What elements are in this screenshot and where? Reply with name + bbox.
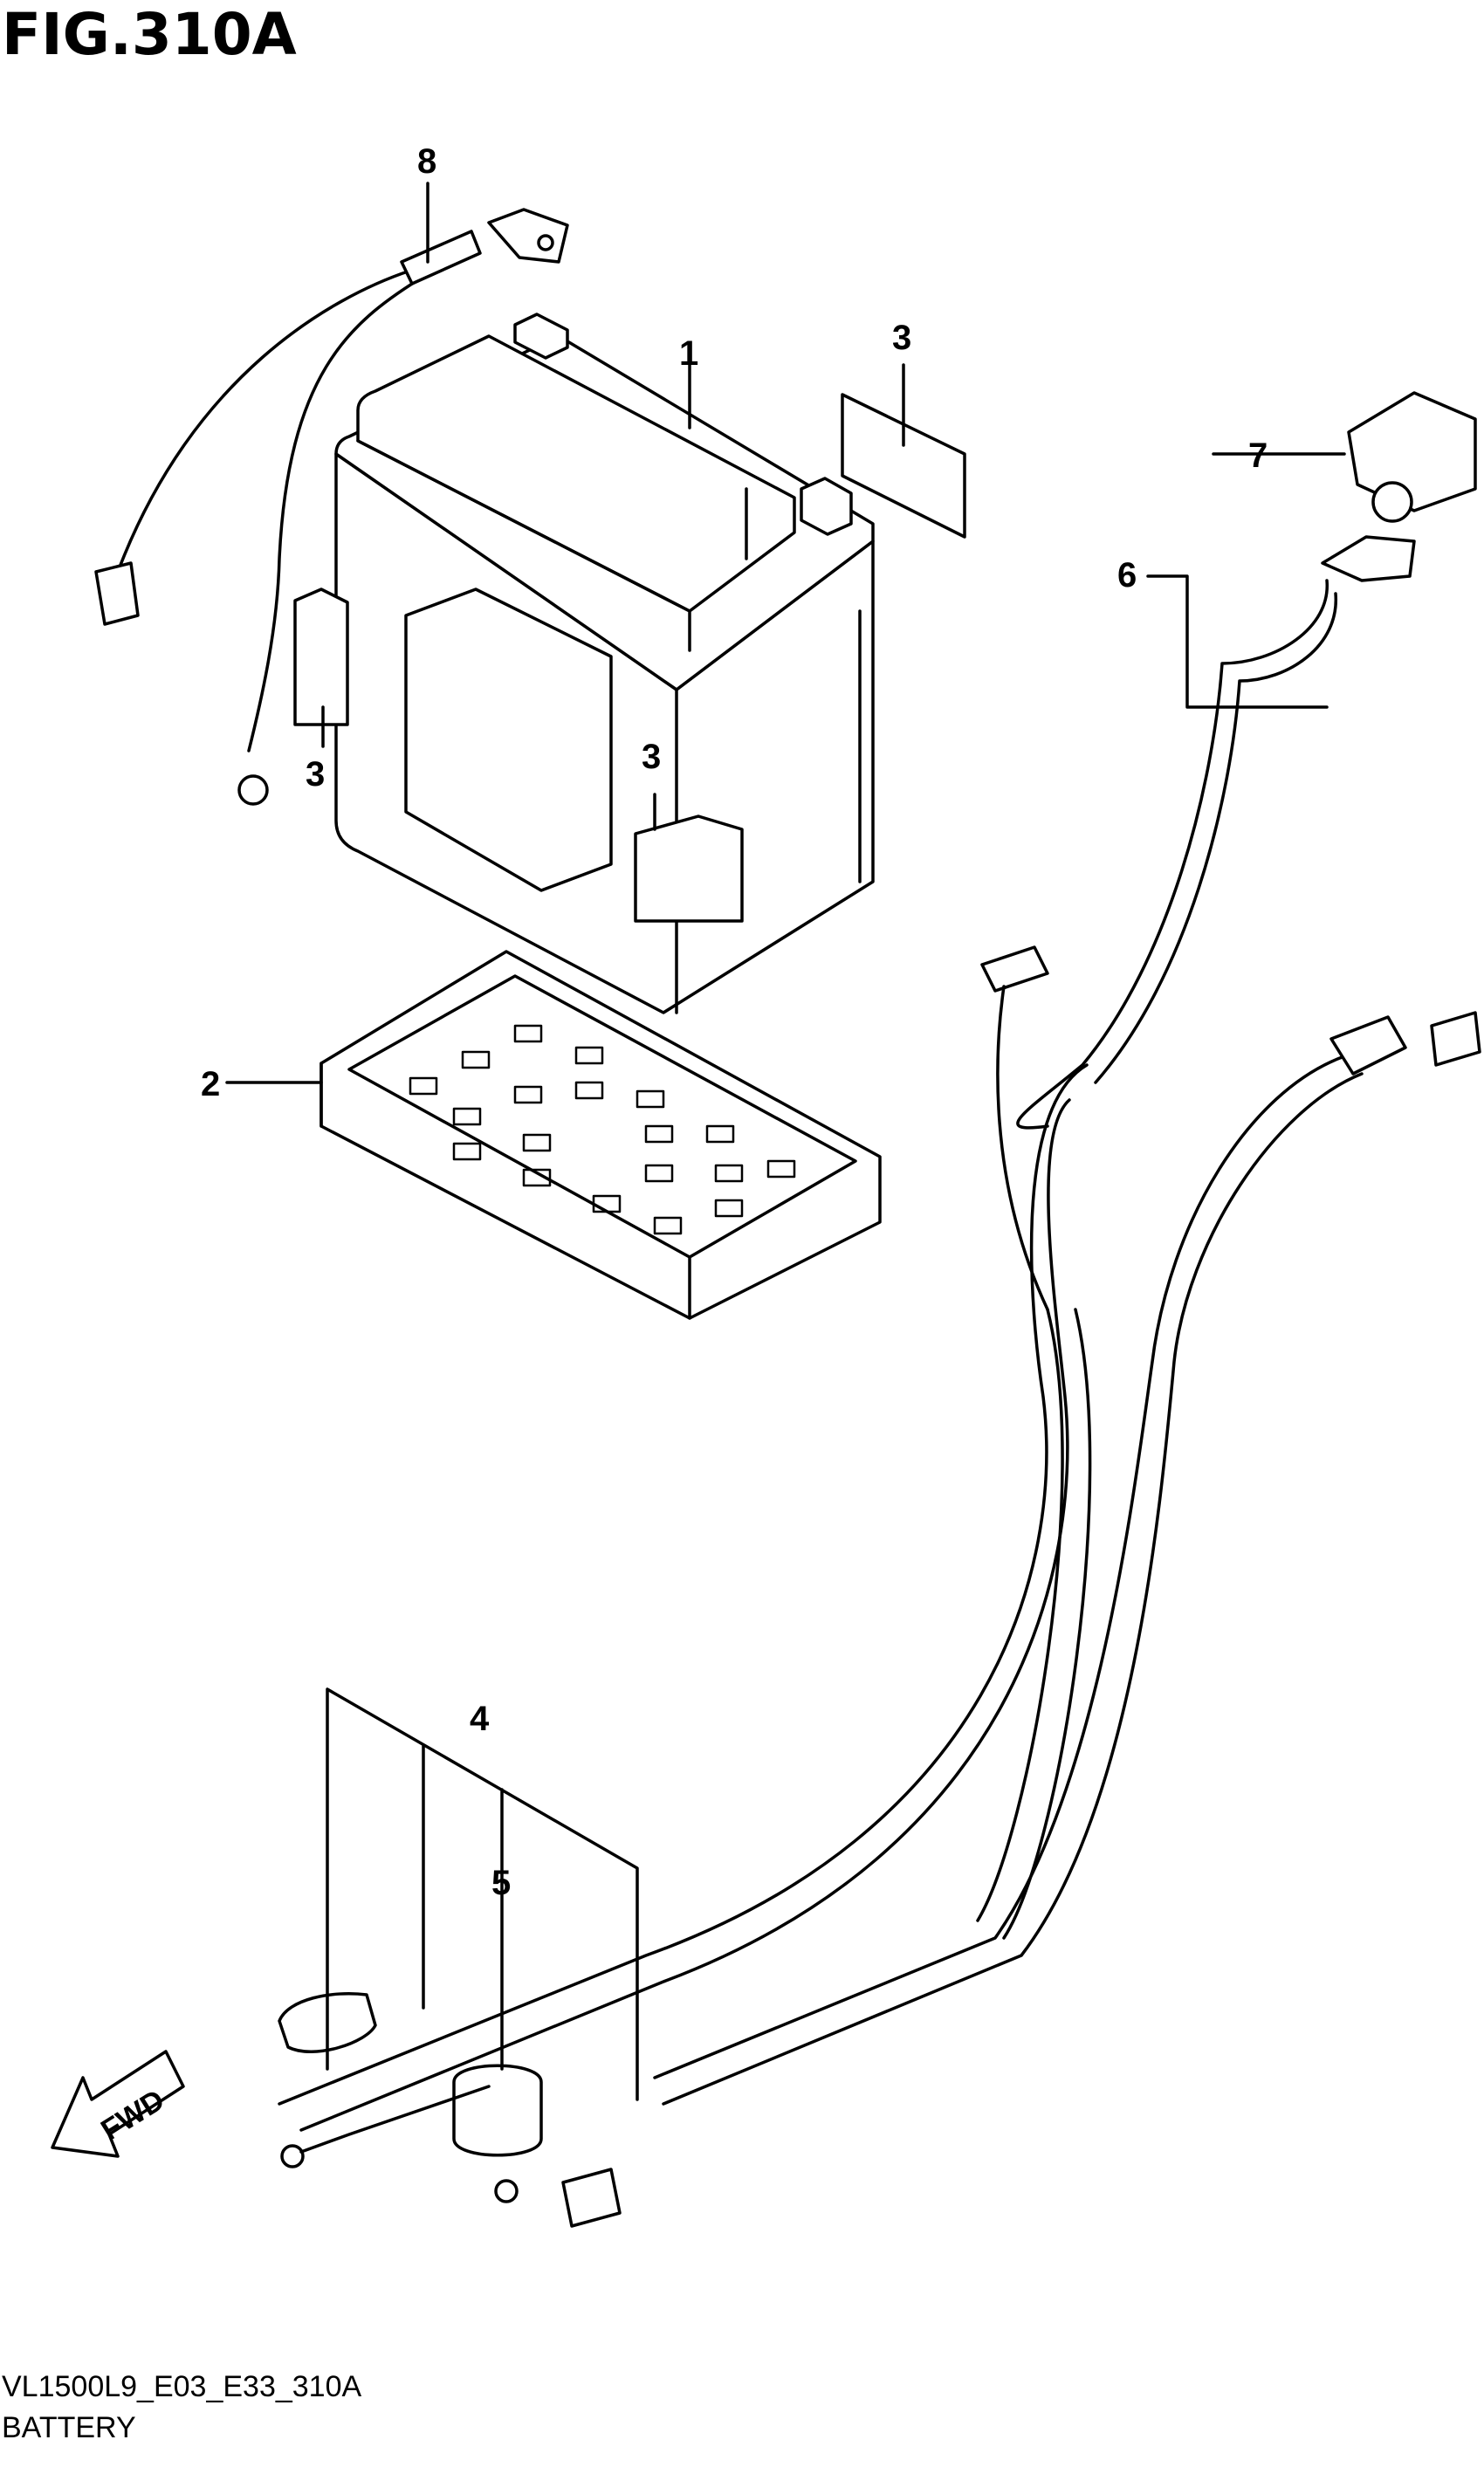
callout-3-left: 3 — [306, 755, 325, 794]
battery — [334, 313, 875, 1014]
callout-5: 5 — [491, 1864, 511, 1902]
callout-4: 4 — [470, 1700, 490, 1738]
callout-6: 6 — [1117, 556, 1137, 594]
label-sticker-left — [293, 588, 349, 726]
leader-lines — [225, 182, 1346, 2101]
callout-2: 2 — [201, 1065, 220, 1103]
callout-3-front: 3 — [642, 738, 661, 776]
wire-harness — [494, 945, 1481, 2228]
fwd-direction-arrow: FWD — [51, 2050, 185, 2158]
ring-terminal — [280, 2144, 305, 2168]
figure-title: FIG.310A — [2, 1, 297, 68]
terminal-cap — [1347, 391, 1477, 512]
callout-7: 7 — [1248, 436, 1268, 475]
battery-tray — [319, 950, 882, 1320]
ground-cable-end — [299, 2085, 491, 2154]
callout-8: 8 — [417, 142, 436, 181]
battery-cable-negative — [94, 208, 569, 806]
diagram-name: BATTERY — [2, 2411, 136, 2444]
callout-1: 1 — [679, 334, 698, 373]
diagram-code: VL1500L9_E03_E33_310A — [2, 2370, 361, 2403]
callout-3-top: 3 — [892, 319, 911, 357]
battery-cable-positive — [278, 535, 1416, 2132]
terminal-cap-small — [452, 2064, 543, 2157]
terminal-cap-opening — [1371, 481, 1413, 523]
label-sticker-top — [841, 393, 966, 539]
